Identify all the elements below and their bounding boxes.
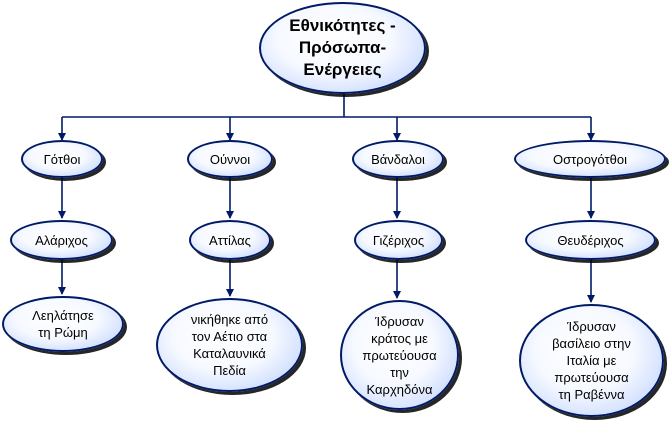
nation-node-gothoi: Γότθοι <box>21 140 103 178</box>
action-node-4: Ίδρυσαν βασίλειο στην Ιταλία με πρωτεύου… <box>519 304 664 417</box>
person-node-alarichos: Αλάριχος <box>10 220 113 260</box>
person-node-gizerichos: Γιζέριχος <box>354 220 443 260</box>
nation-node-vandaloi: Βάνδαλοι <box>352 140 444 178</box>
action-node-2: νικήθηκε από τον Αέτιο στα Καταλαυνικά Π… <box>156 298 303 392</box>
action-node-1: Λεηλάτησε τη Ρώμη <box>2 296 124 352</box>
root-node: Εθνικότητες - Πρόσωπα- Ενέργειες <box>259 2 426 94</box>
action-node-3: Ίδρυσαν κράτος με πρωτεύουσα την Καρχηδό… <box>340 300 459 410</box>
nation-node-ostrogothoi: Οστρογότθοι <box>514 140 666 178</box>
person-node-theuderichos: Θευδέριχος <box>525 220 656 260</box>
person-node-attilas: Αττίλας <box>189 220 271 260</box>
nation-node-ounnoi: Ούννοι <box>187 140 273 178</box>
